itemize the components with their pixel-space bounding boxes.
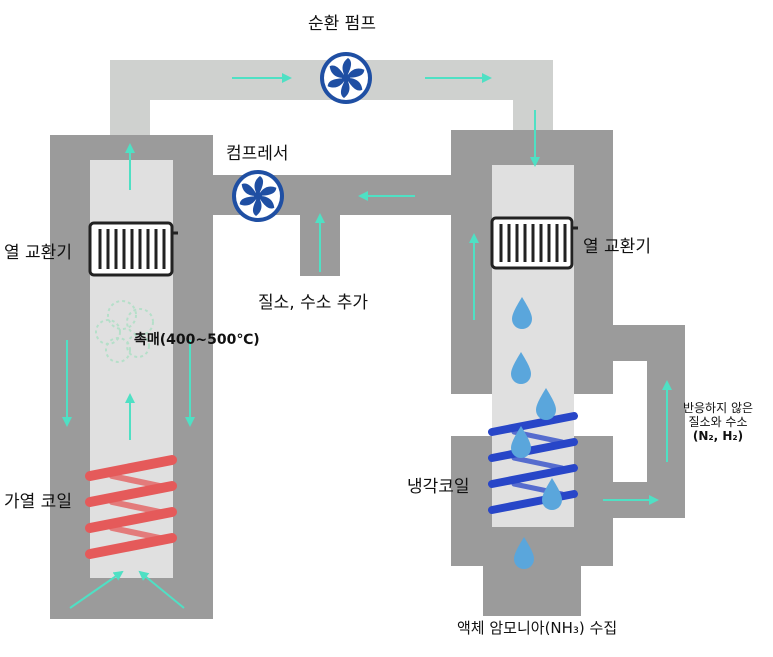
fan-icon (320, 52, 372, 104)
catalyst-label: 촉매(400~500℃) (134, 332, 260, 348)
fan-icon (232, 170, 284, 222)
compressor-label: 컴프레서 (226, 144, 289, 164)
cloud-icon (95, 300, 154, 363)
feed-gas-label: 질소, 수소 추가 (258, 293, 369, 313)
heat-exchanger-left-label: 열 교환기 (4, 243, 72, 263)
ammonia-collection-label: 액체 암모니아(NH₃) 수집 (457, 619, 618, 637)
heating-coil-back (109, 473, 163, 541)
radiator-icon (490, 216, 578, 270)
radiator-icon (88, 221, 178, 277)
heat-exchanger-right-label: 열 교환기 (583, 237, 651, 257)
condenser-vessel (451, 130, 613, 616)
unreacted-line-3: (N₂, H₂) (692, 429, 744, 443)
unreacted-line-2: 질소와 수소 (688, 415, 748, 429)
droplet-icon (511, 297, 562, 569)
cooling-coil-label: 냉각코일 (407, 477, 470, 497)
unreacted-line-1: 반응하지 않은 (682, 401, 754, 415)
flow-arrows (62, 73, 672, 609)
unreacted-gas-label: 반응하지 않은 질소와 수소 (N₂, H₂) (668, 401, 768, 443)
heating-coil-label: 가열 코일 (4, 492, 72, 512)
circulation-pump-label: 순환 펌프 (308, 14, 376, 34)
